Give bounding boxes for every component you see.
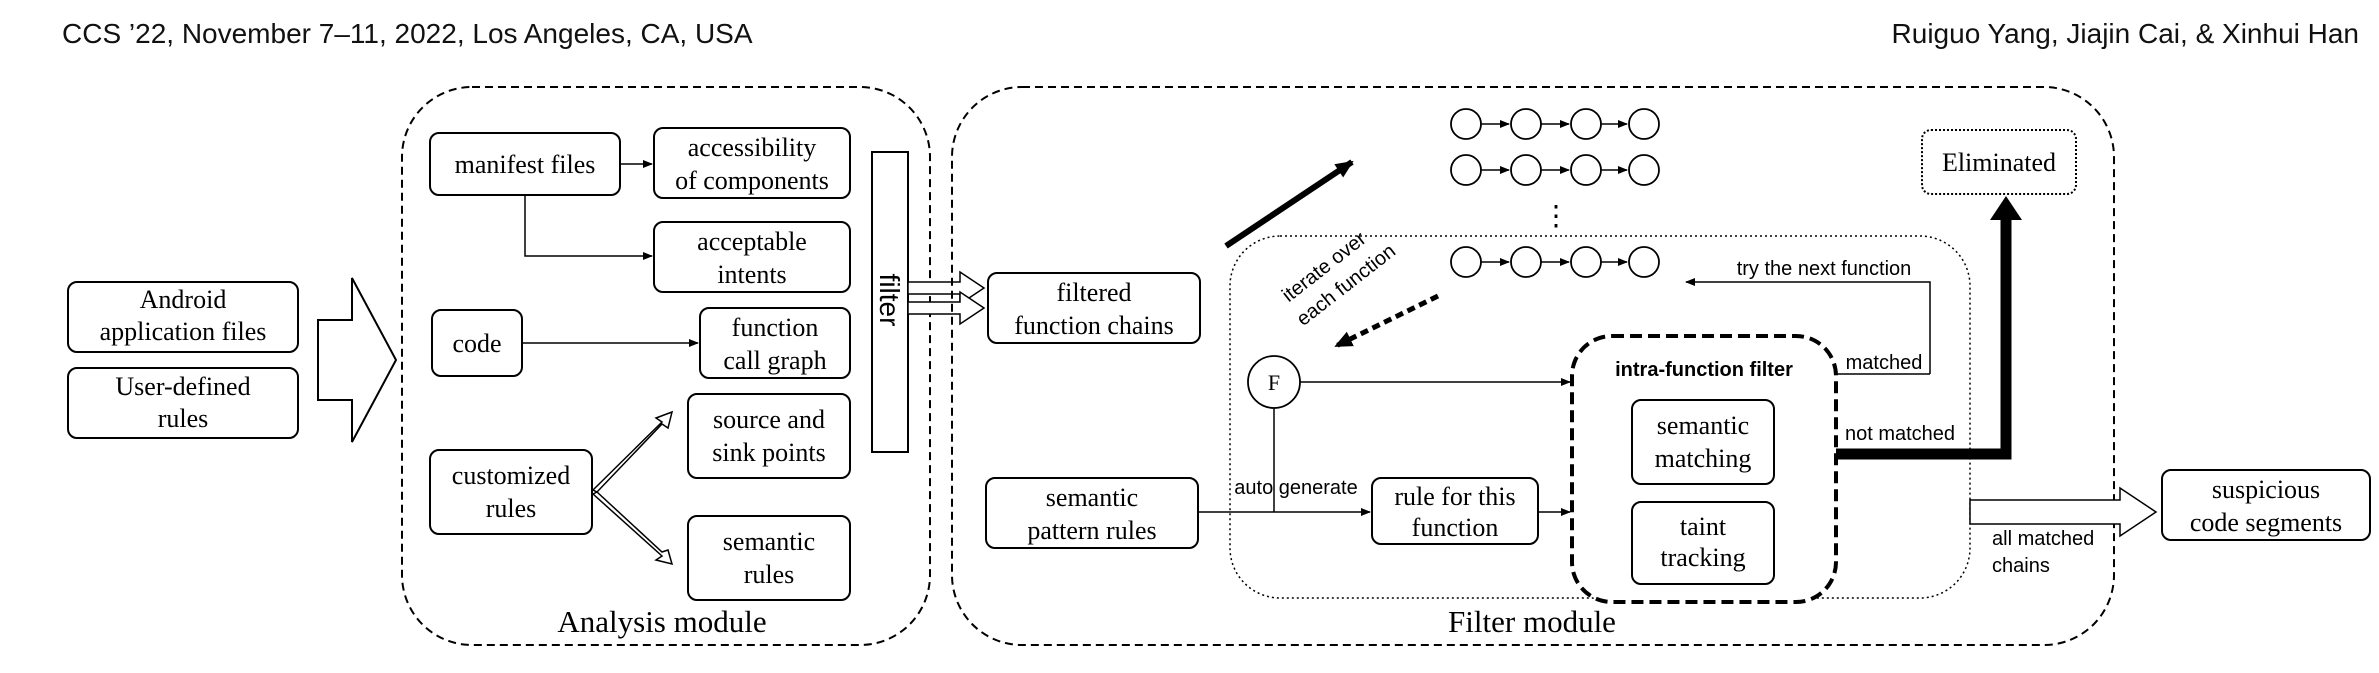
semantic-rules-line2: rules	[744, 560, 795, 589]
all-matched-hollow-arrow	[1969, 486, 2158, 538]
semantic-pattern-box	[985, 477, 1199, 549]
semantic-rules-line1: semantic	[723, 527, 815, 556]
filter-bar-label: filter	[874, 274, 905, 327]
intra-filter-title: intra-function filter	[1615, 359, 1793, 381]
semantic-pattern-line2: pattern rules	[1027, 516, 1156, 545]
analysis-module-border	[401, 86, 931, 646]
intents-line1: acceptable	[697, 227, 807, 256]
customized-line2: rules	[486, 494, 537, 523]
chain-node	[1450, 108, 1482, 140]
filter-to-chains-arrow-upper	[907, 270, 986, 306]
semantic-matching-line2: matching	[1655, 444, 1752, 473]
chain-node	[1510, 154, 1542, 186]
iterate-dashed-arrow	[1334, 293, 1440, 349]
call-graph-box	[699, 307, 851, 379]
running-header-left: CCS ’22, November 7–11, 2022, Los Angele…	[62, 18, 753, 49]
filtered-chains-box	[987, 272, 1201, 344]
rule-for-line2: function	[1412, 513, 1499, 542]
chain-node	[1450, 246, 1482, 278]
suspicious-line2: code segments	[2190, 508, 2342, 537]
semantic-pattern-line1: semantic	[1046, 483, 1138, 512]
android-files-line2: application files	[100, 317, 267, 346]
accessibility-line1: accessibility	[688, 133, 817, 162]
chain-node	[1628, 154, 1660, 186]
customized-to-semantic-arrow	[591, 491, 674, 566]
chain-node	[1510, 108, 1542, 140]
intents-line2: intents	[717, 260, 786, 289]
semantic-matching-line1: semantic	[1657, 411, 1749, 440]
accessibility-line2: of components	[675, 166, 829, 195]
running-header-right: Ruiguo Yang, Jiajin Cai, & Xinhui Han	[1891, 18, 2359, 49]
user-rules-line1: User-defined	[115, 372, 250, 401]
matched-label: matched	[1846, 352, 1923, 374]
chain-node	[1628, 108, 1660, 140]
manifest-files-label: manifest files	[455, 150, 596, 179]
taint-line2: tracking	[1660, 543, 1745, 572]
not-matched-thick-arrow	[1836, 218, 2012, 460]
user-rules-line2: rules	[158, 404, 209, 433]
customized-rules-box	[429, 449, 593, 535]
filtered-chains-line1: filtered	[1056, 278, 1131, 307]
chain-node	[1450, 154, 1482, 186]
chain-node	[1570, 108, 1602, 140]
suspicious-line1: suspicious	[2212, 475, 2320, 504]
eliminated-label: Eliminated	[1942, 148, 2056, 177]
chain-node	[1570, 154, 1602, 186]
customized-line1: customized	[452, 461, 570, 490]
filter-module-label: Filter module	[1448, 604, 1616, 639]
chain-node	[1510, 246, 1542, 278]
not-matched-label: not matched	[1845, 423, 1955, 445]
suspicious-segments-box	[2161, 469, 2371, 541]
chain-ellipsis: ⋮	[1542, 201, 1570, 232]
filter-bar	[871, 151, 909, 453]
taint-line1: taint	[1680, 512, 1727, 541]
chain-node	[1570, 246, 1602, 278]
all-matched-line1: all matched	[1992, 528, 2094, 550]
chains-expand-arrow	[1224, 159, 1354, 249]
chain-edges	[1481, 120, 1628, 266]
filtered-chains-line2: function chains	[1014, 311, 1174, 340]
call-graph-line1: function	[732, 313, 819, 342]
chain-nodes	[1450, 108, 1660, 278]
intents-box	[653, 221, 851, 293]
try-next-arrow	[1685, 278, 1931, 374]
try-next-label: try the next function	[1737, 258, 1912, 280]
source-sink-line2: sink points	[712, 438, 825, 467]
rule-for-line1: rule for this	[1394, 482, 1515, 511]
analysis-module-label: Analysis module	[557, 604, 766, 639]
semantic-matching-box	[1631, 399, 1775, 485]
call-graph-line2: call graph	[723, 346, 826, 375]
accessibility-box	[653, 127, 851, 199]
filter-module-border	[951, 86, 2115, 646]
android-files-box	[67, 281, 299, 353]
not-matched-arrowhead	[1990, 196, 2022, 220]
taint-tracking-box	[1631, 501, 1775, 585]
all-matched-line2: chains	[1992, 555, 2050, 577]
filter-to-chains-arrow-lower	[907, 290, 986, 326]
customized-to-sourcesink-arrow	[591, 410, 674, 493]
eliminated-box	[1921, 129, 2077, 195]
android-files-line1: Android	[140, 285, 227, 314]
per-function-region	[1229, 235, 1971, 599]
source-sink-line1: source and	[713, 405, 825, 434]
code-label: code	[452, 329, 501, 358]
semantic-rules-box	[687, 515, 851, 601]
source-sink-box	[687, 393, 851, 479]
auto-generate-label: auto generate	[1234, 477, 1357, 499]
manifest-to-intents-arrow	[524, 195, 653, 260]
rule-for-function-box	[1371, 477, 1539, 545]
f-node-label: F	[1268, 370, 1280, 395]
chain-node	[1628, 246, 1660, 278]
input-hollow-arrow	[317, 277, 398, 443]
user-rules-box	[67, 367, 299, 439]
